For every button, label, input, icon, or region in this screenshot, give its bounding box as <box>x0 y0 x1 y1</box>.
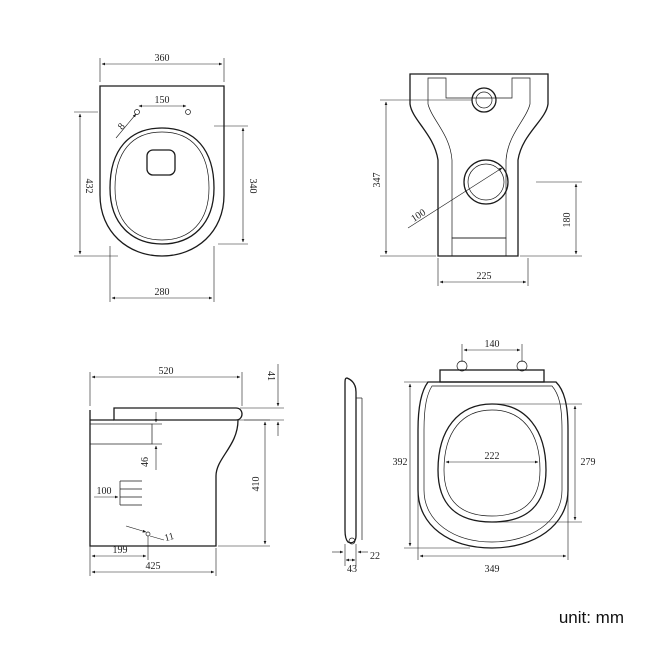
top-view-bowl-inner <box>114 131 210 241</box>
seat-inner-length-label: 279 <box>581 457 596 468</box>
seat-side-hinge <box>348 537 356 545</box>
rear-waste-diameter-line <box>407 167 503 229</box>
rear-view-base-plate <box>451 237 507 257</box>
seat-hinge-bar <box>439 369 545 383</box>
seat-inner-opening-edge <box>443 409 541 517</box>
seat-side-view: 43 22 <box>332 377 380 575</box>
seat-outer-inner-edge <box>423 385 563 543</box>
side-view-inlet <box>89 423 153 445</box>
side-view: 520 41 46 100 410 199 11 425 <box>89 364 284 576</box>
rear-view-inlet-inner <box>475 91 493 109</box>
top-view-bowl-outline <box>109 127 215 245</box>
seat-inner-opening <box>437 403 547 523</box>
rear-base-label: 225 <box>477 271 492 282</box>
side-view-seat <box>113 407 243 421</box>
side-base-length-label: 425 <box>146 561 161 572</box>
rear-view-waste-outer <box>463 159 509 205</box>
side-fixing-hole-leader <box>125 525 147 533</box>
side-fixing-position-label: 199 <box>113 545 128 556</box>
seat-side-hinge-depth-label: 43 <box>347 564 357 575</box>
seat-outer-outline <box>417 381 569 549</box>
rear-waste-diameter-label: 100 <box>409 207 428 224</box>
top-depth-label: 432 <box>83 179 94 194</box>
side-fixing-hole-label: 11 <box>163 531 175 544</box>
rear-view-outline <box>409 73 549 257</box>
side-view-waste-outlet <box>119 480 142 506</box>
seat-inner-width-label: 222 <box>485 451 500 462</box>
side-view-fixing <box>145 531 151 537</box>
side-height-label: 410 <box>251 477 262 492</box>
top-view-flush-outlet <box>146 149 176 176</box>
unit-label: unit: mm <box>558 608 624 627</box>
seat-width-label: 349 <box>485 564 500 575</box>
rear-view-inner-outline <box>427 77 531 239</box>
top-bolt-spacing-label: 150 <box>155 95 170 106</box>
seat-top-view: 140 392 222 279 349 <box>393 339 596 575</box>
rear-view-waste-inner <box>467 163 505 201</box>
top-view: 360 150 8 432 340 280 <box>74 53 258 302</box>
top-width-label: 360 <box>155 53 170 64</box>
top-bolt-hole-leader <box>115 113 137 139</box>
top-view-bolt-right <box>185 109 191 115</box>
side-seat-thickness-label: 41 <box>265 371 276 381</box>
top-inner-depth-label: 340 <box>247 179 258 194</box>
top-view-bolt-left <box>134 109 140 115</box>
rear-height-label: 347 <box>372 173 383 188</box>
top-view-outline <box>99 85 225 257</box>
rear-view: 347 100 180 225 <box>372 73 582 286</box>
top-bolt-hole-label: 8 <box>116 121 128 132</box>
side-view-body <box>89 410 239 547</box>
top-base-label: 280 <box>155 287 170 298</box>
seat-hinge-spacing-label: 140 <box>485 339 500 350</box>
side-length-label: 520 <box>159 366 174 377</box>
rear-view-inlet-outer <box>471 87 497 113</box>
rear-waste-height-label: 180 <box>562 213 573 228</box>
side-inlet-height-label: 46 <box>140 457 151 467</box>
seat-side-thickness-label: 22 <box>370 551 380 562</box>
side-waste-outlet-label: 100 <box>97 486 112 497</box>
seat-length-label: 392 <box>393 457 408 468</box>
seat-side-outline <box>344 377 357 544</box>
